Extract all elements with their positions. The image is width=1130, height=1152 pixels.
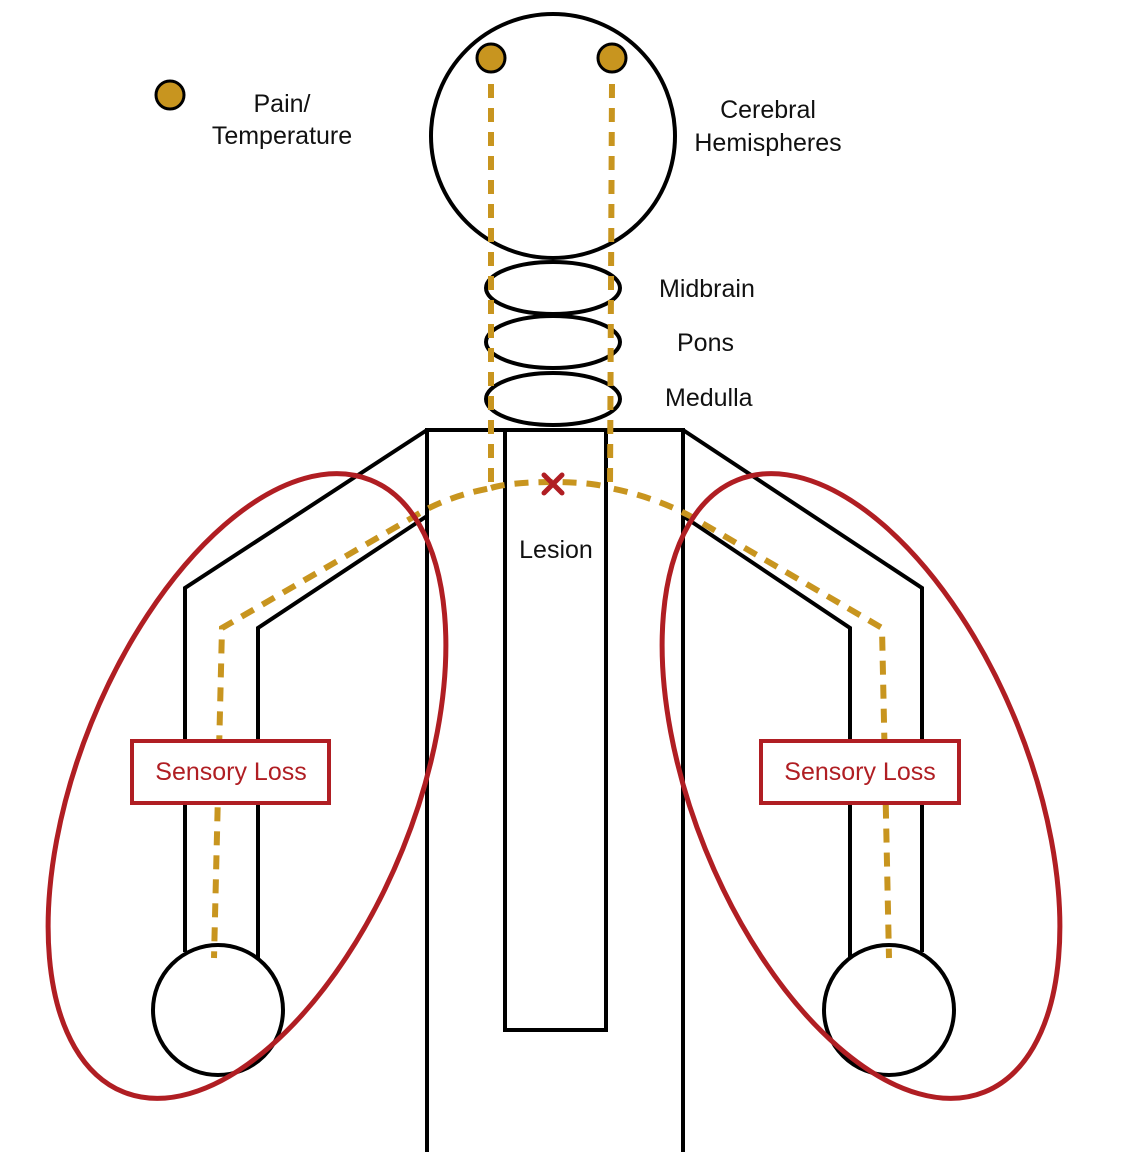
legend-label-line2: Temperature (212, 122, 352, 150)
left-arm-outline (183, 428, 429, 958)
right-pathway-line (606, 83, 892, 959)
cerebral-hemispheres-circle (429, 12, 677, 260)
medulla-label: Medulla (665, 384, 753, 412)
left-pathway-line (211, 84, 494, 959)
spinal-cord (503, 428, 608, 1032)
pain-temperature-pathway (211, 83, 892, 959)
right-arm-outline (681, 428, 924, 958)
body-outline (151, 12, 956, 1152)
pons-segment (484, 314, 622, 370)
x-mark-icon (541, 472, 565, 496)
cerebral-label-line1: Cerebral (720, 96, 816, 124)
midbrain-label: Midbrain (659, 275, 755, 303)
medulla-segment (484, 371, 622, 427)
left-sensory-loss-label: Sensory Loss (155, 758, 306, 786)
legend-label-line1: Pain/ (254, 90, 311, 118)
left-hand (151, 943, 285, 1077)
pain-temperature-dot-icon (154, 79, 186, 111)
right-sensory-loss-ellipse (659, 471, 1063, 1101)
right-sensory-loss-box (759, 739, 961, 805)
pain-temperature-receptor-right-icon (596, 42, 628, 74)
sensory-loss-regions (45, 471, 1063, 1101)
left-sensory-loss-box (130, 739, 331, 805)
pons-label: Pons (677, 329, 734, 357)
right-hand (822, 943, 956, 1077)
left-sensory-loss-ellipse (45, 471, 449, 1101)
right-sensory-loss-label: Sensory Loss (784, 758, 935, 786)
midbrain-segment (484, 260, 622, 316)
cerebral-label-line2: Hemispheres (694, 129, 841, 157)
lesion-label: Lesion (519, 536, 593, 564)
pain-temperature-receptor-left-icon (475, 42, 507, 74)
